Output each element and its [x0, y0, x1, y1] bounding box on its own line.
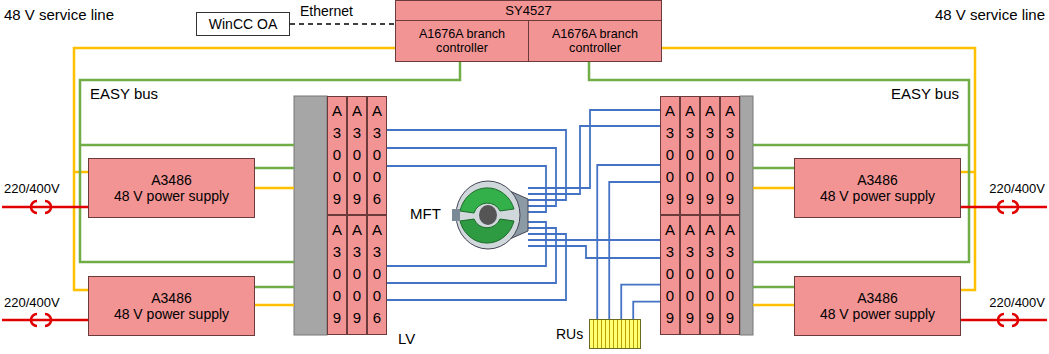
- plug-symbol: [998, 201, 1018, 213]
- mains-line: [961, 319, 1047, 322]
- readout-cable: [621, 285, 660, 319]
- node-text: A3486: [857, 290, 897, 306]
- mains-line: [2, 319, 88, 322]
- readout-cable: [633, 302, 660, 319]
- diagram-label: 48 V service line: [935, 6, 1045, 23]
- module-board: A3009: [720, 96, 740, 215]
- plug-symbol: [998, 314, 1018, 326]
- module-board: A3009: [700, 215, 720, 335]
- mft-beam-pipe: [479, 205, 497, 225]
- module-name: A3009: [332, 219, 343, 329]
- module-name: A3009: [352, 219, 363, 329]
- mainframe-crate: SY4527A1676A branch controllerA1676A bra…: [395, 0, 662, 62]
- software-box: WinCC OA: [196, 12, 290, 36]
- readout-cable: [597, 165, 660, 319]
- service-line: [753, 187, 794, 190]
- plug-symbol: [31, 314, 51, 326]
- readout-units: RUs: [556, 318, 650, 350]
- diagram-label: 220/400V: [4, 295, 60, 310]
- diagram-label: 220/400V: [989, 295, 1045, 310]
- module-name: A3006: [372, 219, 383, 329]
- module-box: A348648 V power supply: [794, 276, 961, 336]
- diagram-label: EASY bus: [891, 85, 959, 102]
- easy-bus: [753, 144, 969, 147]
- module-board: A3009: [680, 215, 700, 335]
- diagram-label: 48 V service line: [4, 6, 114, 23]
- node-text: 48 V power supply: [114, 306, 229, 322]
- diagram-label: MFT: [410, 205, 441, 222]
- crate-panel: [294, 96, 327, 335]
- module-board: A3006: [367, 96, 387, 215]
- node-text: 48 V power supply: [820, 306, 935, 322]
- readout-unit-stack: [589, 319, 641, 349]
- module-box: A1676A branch controller: [528, 20, 662, 62]
- module-board: A3009: [327, 96, 347, 215]
- module-name: A3009: [332, 100, 343, 210]
- node-text: A3486: [151, 172, 191, 188]
- module-name: A3009: [352, 100, 363, 210]
- node-text: RUs: [556, 326, 583, 342]
- module-box: A1676A branch controller: [395, 20, 529, 62]
- lv-cable: [528, 110, 660, 188]
- node-text: A1676A branch controller: [396, 27, 528, 55]
- mft-disk: [456, 181, 520, 249]
- diagram-label: 220/400V: [4, 181, 60, 196]
- plug-symbol: [31, 201, 51, 213]
- diagram-label: 220/400V: [989, 181, 1045, 196]
- module-box: A348648 V power supply: [88, 276, 255, 336]
- node-text: 48 V power supply: [820, 188, 935, 204]
- module-name: A3009: [725, 100, 736, 210]
- module-board: A3006: [367, 215, 387, 335]
- service-line: [255, 304, 294, 307]
- module-name: A3009: [705, 100, 716, 210]
- module-board: A3009: [660, 215, 680, 335]
- easy-bus: [80, 144, 294, 147]
- mft-support: [452, 209, 460, 221]
- mains-line: [961, 206, 1047, 209]
- module-board: A3009: [700, 96, 720, 215]
- easy-bus: [753, 167, 794, 170]
- crate-panel: [740, 96, 753, 335]
- diagram-label: LV: [398, 330, 415, 347]
- lv-cable: [528, 239, 660, 241]
- easy-bus: [80, 62, 460, 262]
- node-text: A1676A branch controller: [529, 27, 661, 55]
- module-name: A3009: [725, 219, 736, 329]
- easy-bus: [589, 62, 969, 262]
- diagram-label: Ethernet: [300, 3, 353, 19]
- module-board: A3009: [327, 215, 347, 335]
- easy-bus: [255, 286, 294, 289]
- node-text: SY4527: [396, 1, 661, 21]
- node-text: A3486: [857, 172, 897, 188]
- service-line: [753, 304, 794, 307]
- module-box: A348648 V power supply: [88, 158, 255, 218]
- readout-cable: [609, 182, 660, 319]
- module-name: A3009: [705, 219, 716, 329]
- lv-cable: [528, 246, 660, 258]
- ethernet-line: [290, 23, 395, 25]
- module-board: A3009: [720, 215, 740, 335]
- node-text: WinCC OA: [209, 16, 277, 32]
- module-box: A348648 V power supply: [794, 158, 961, 218]
- easy-bus: [255, 167, 294, 170]
- module-board: A3009: [660, 96, 680, 215]
- module-name: A3009: [665, 219, 676, 329]
- mains-line: [2, 206, 88, 209]
- node-text: 48 V power supply: [114, 188, 229, 204]
- module-board: A3009: [680, 96, 700, 215]
- lv-cable: [528, 126, 660, 194]
- mft-illustration: [452, 181, 528, 249]
- module-name: A3009: [685, 100, 696, 210]
- module-name: A3009: [685, 219, 696, 329]
- module-board: A3009: [347, 215, 367, 335]
- service-line: [255, 187, 294, 190]
- module-name: A3006: [372, 100, 383, 210]
- module-name: A3009: [665, 100, 676, 210]
- module-board: A3009: [347, 96, 367, 215]
- easy-bus: [753, 286, 794, 289]
- diagram-label: EASY bus: [90, 85, 158, 102]
- node-text: A3486: [151, 290, 191, 306]
